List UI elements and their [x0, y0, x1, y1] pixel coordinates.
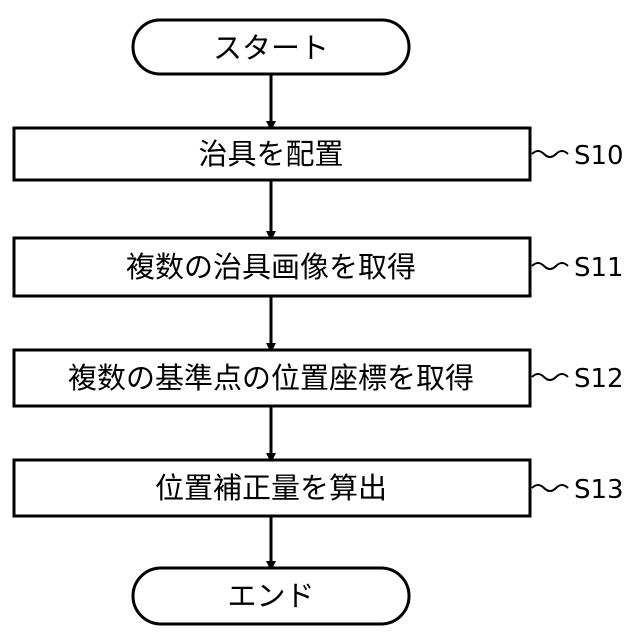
process-text-s12: 複数の基準点の位置座標を取得 [68, 361, 474, 395]
process-step-s10: 治具を配置 [14, 128, 530, 180]
end-terminal-text: エンド [227, 579, 314, 613]
step-label-s12: S12 [574, 364, 624, 394]
step-label-s13: S13 [574, 475, 624, 505]
process-step-s12: 複数の基準点の位置座標を取得 [14, 350, 530, 406]
process-step-s13: 位置補正量を算出 [14, 460, 530, 516]
process-text-s13: 位置補正量を算出 [155, 471, 387, 505]
leader-tilde-s12 [532, 374, 568, 380]
start-terminal: スタート [133, 20, 409, 74]
process-step-s11: 複数の治具画像を取得 [14, 238, 530, 296]
end-terminal: エンド [133, 568, 409, 624]
leader-tilde-s13 [532, 485, 568, 491]
leader-tilde-s10 [532, 151, 568, 157]
process-text-s10: 治具を配置 [198, 137, 343, 171]
start-terminal-text: スタート [213, 31, 329, 65]
step-label-s10: S10 [574, 141, 624, 171]
leader-tilde-s11 [532, 263, 568, 269]
step-label-s11: S11 [574, 253, 624, 283]
process-text-s11: 複数の治具画像を取得 [126, 250, 416, 284]
